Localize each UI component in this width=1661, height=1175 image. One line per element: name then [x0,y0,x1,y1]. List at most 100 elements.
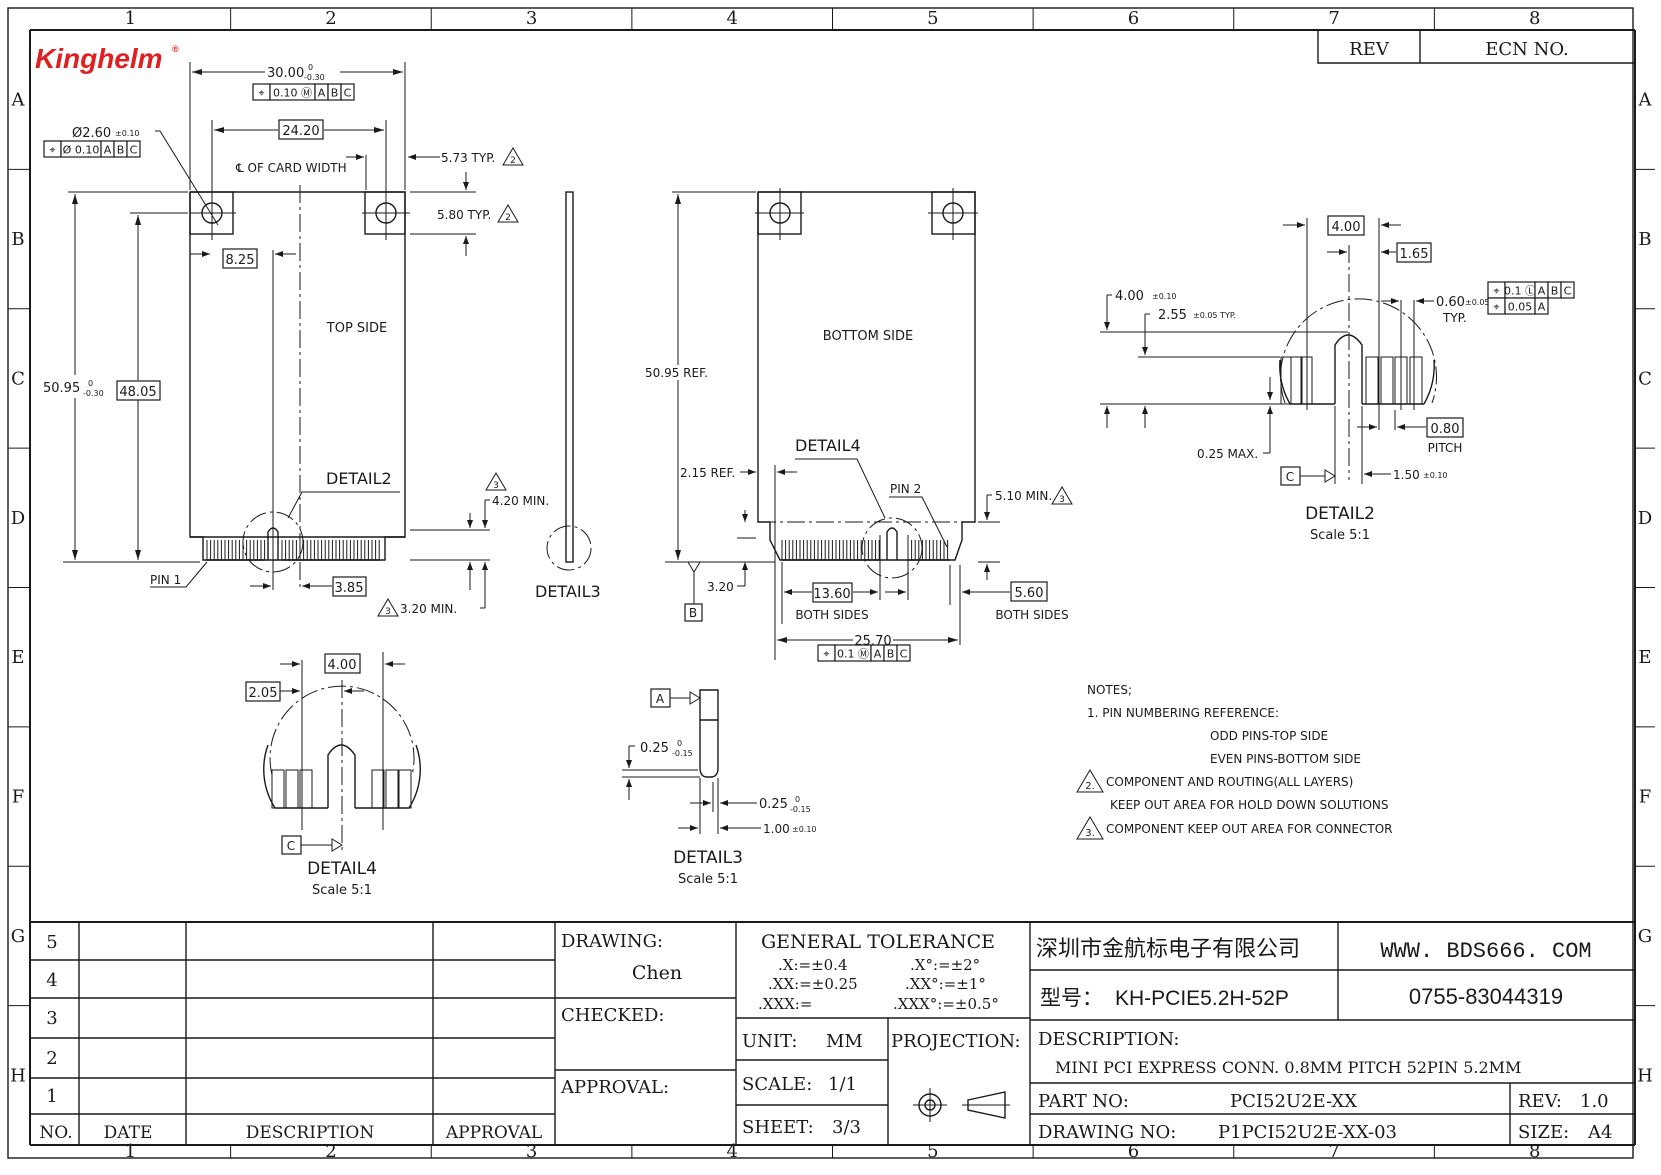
detail2-depth: 4.00 [1115,289,1144,304]
rev-row-number: 1 [46,1086,57,1107]
contact-pad [1290,356,1302,405]
fcf-cell: 0.10 Ⓜ [273,87,312,100]
detail3-chamfer-tol-lower: -0.15 [672,749,693,758]
note-3: COMPONENT KEEP OUT AREA FOR CONNECTOR [1106,822,1393,836]
part-no-value: PCI52U2E-XX [1230,1091,1357,1112]
length-tol-upper: 0 [88,379,93,388]
model-value: KH-PCIE5.2H-52P [1115,987,1289,1010]
fcf-cell: 0.05 [1508,301,1533,314]
width-tol-lower: -0.30 [304,73,325,82]
length-tol-lower: -0.30 [83,389,104,398]
fcf-cell: B [331,87,339,100]
notes-heading: NOTES; [1087,683,1132,697]
rev-col-description: DESCRIPTION [246,1123,375,1143]
note-flag-3b: 3 [377,598,399,617]
width-tol-upper: 0 [308,63,313,72]
detail4-scale: Scale 5:1 [312,883,372,898]
fcf-cell: Ø 0.10 [63,144,100,157]
detail3-title: DETAIL3 [673,848,743,868]
column-zone-label: 1 [125,1141,136,1162]
row-zone-label: A [1638,90,1653,111]
detail2-key-slot: 1.50 [1393,468,1420,482]
bottom-pins-left [781,540,880,561]
approval-label: APPROVAL: [560,1077,669,1098]
bottom-keepout: 5.10 MIN. [995,489,1052,503]
column-zone-label: 6 [1128,1141,1139,1162]
note-1: 1. PIN NUMBERING REFERENCE: [1087,706,1279,720]
column-zone-label: 2 [325,8,336,29]
note-flag-3c: 3 [1051,486,1073,505]
centerline-label: ℄ OF CARD WIDTH [235,161,347,175]
contact-pad [371,769,385,809]
note-2b: KEEP OUT AREA FOR HOLD DOWN SOLUTIONS [1110,798,1389,812]
note-flag-2b: 2 [497,204,519,223]
ecn-header: ECN NO. [1485,39,1569,60]
company-name: 深圳市金航标电子有限公司 [1036,937,1300,962]
detail2-pad-width-tol: ±0.05 [1465,298,1490,307]
basic-length-dimension: 48.05 [119,385,156,400]
detail4-view: 4.00 2.05 C DETAIL4 Scale 5:1 [245,652,421,898]
row-zone-label: H [10,1065,26,1086]
detail3-marker-circle [546,525,592,571]
fcf-cell: C [1564,285,1572,298]
detail2-pad-length-tol: ±0.05 TYP. [1193,311,1236,320]
angle-tolerance-xx: .XX°:=±1° [905,975,986,993]
column-zone-label: 3 [526,8,537,29]
keepout-top: 4.20 MIN. [492,494,549,508]
contact-pad [1365,356,1379,405]
contact-pad [271,769,285,809]
drawing-no-value: P1PCI52U2E-XX-03 [1218,1122,1397,1143]
fcf-cell: C [344,87,352,100]
note-2: COMPONENT AND ROUTING(ALL LAYERS) [1106,775,1353,789]
column-zone-label: 4 [726,1141,737,1162]
detail3-chamfer-tol-upper: 0 [677,739,682,748]
row-zone-label: E [1638,647,1651,668]
pin2-label: PIN 2 [890,482,921,496]
size-value: A4 [1587,1122,1612,1143]
top-pins-left [206,540,266,561]
detail3-chamfer: 0.25 [640,741,669,756]
row-zone-label: A [11,90,26,111]
detail4-callout: DETAIL4 [795,436,861,455]
row-zone-label: B [11,229,24,250]
angle-tolerance-xxx: .XXX°:=±0.5° [893,995,999,1013]
hole-y-offset: 5.80 TYP. [437,208,491,222]
keepout-bottom: 3.20 MIN. [400,602,457,616]
fcf-cell: 0.1 Ⓜ [837,648,869,661]
detail4-datum-c: C [287,839,295,853]
column-zone-label: 8 [1529,8,1540,29]
fcf-cell: A [104,144,112,157]
tolerance-title: GENERAL TOLERANCE [761,931,995,953]
detail2-pad-width-typ: TYP. [1442,311,1467,325]
detail2-key-width: 4.00 [1332,220,1361,235]
model-label: 型号： [1040,986,1103,1010]
column-zone-label: 6 [1128,8,1139,29]
contact-pad [299,769,313,809]
detail4-title: DETAIL4 [307,859,377,879]
edge-ref: 2.15 REF. [680,466,735,480]
detail2-pitch: 0.80 [1431,422,1460,437]
contact-pad [398,769,412,809]
bottom-pins-right [907,540,950,561]
row-zone-label: C [1638,368,1652,389]
pin1-label: PIN 1 [150,573,181,587]
fcf-cell: ⌖ [1493,301,1499,314]
detail2-pad-width: 0.60 [1436,295,1465,310]
rev-row-number: 5 [46,932,57,953]
unit-label: UNIT: [742,1031,797,1052]
detail3-edge-tol-upper: 0 [795,795,800,804]
note-1b: EVEN PINS-BOTTOM SIDE [1210,752,1361,766]
fcf-cell: A [874,648,882,661]
detail2-scale: Scale 5:1 [1310,528,1370,543]
detail2-view: 4.00 ±0.10 2.55 ±0.05 TYP. 0.25 MAX. 4.0… [1100,215,1575,543]
tolerance-x: .X:=±0.4 [778,956,848,974]
fcf-cell: A [318,87,326,100]
row-zone-label: C [11,368,25,389]
contact-pad [1409,356,1423,405]
drawing-label: DRAWING: [561,931,663,952]
column-zone-label: 7 [1328,1141,1339,1162]
